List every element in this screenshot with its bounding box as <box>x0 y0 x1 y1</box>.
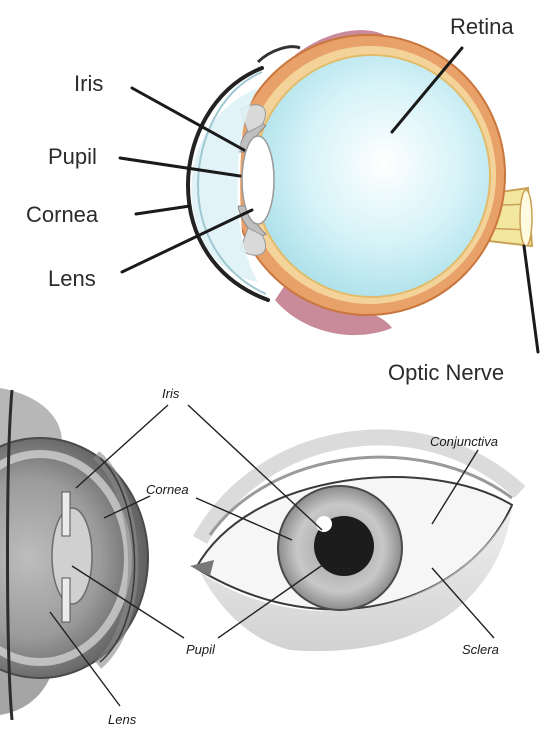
label-cornea: Cornea <box>26 202 99 227</box>
label-lens-bottom: Lens <box>108 712 137 727</box>
vitreous-body <box>254 55 490 297</box>
label-retina: Retina <box>450 14 514 39</box>
label-iris: Iris <box>74 71 103 96</box>
label-pupil: Pupil <box>48 144 97 169</box>
side-lens <box>52 508 92 604</box>
eye-front-view <box>190 437 520 651</box>
label-sclera: Sclera <box>462 642 499 657</box>
label-iris-bottom: Iris <box>162 386 180 401</box>
label-conjunctiva: Conjunctiva <box>430 434 498 449</box>
label-lens: Lens <box>48 266 96 291</box>
lens-shape <box>242 136 274 224</box>
label-pupil-bottom: Pupil <box>186 642 216 657</box>
eye-cross-section <box>188 30 532 335</box>
label-optic-nerve: Optic Nerve <box>388 360 504 385</box>
eye-side-section <box>0 380 160 720</box>
label-cornea-bottom: Cornea <box>146 482 189 497</box>
